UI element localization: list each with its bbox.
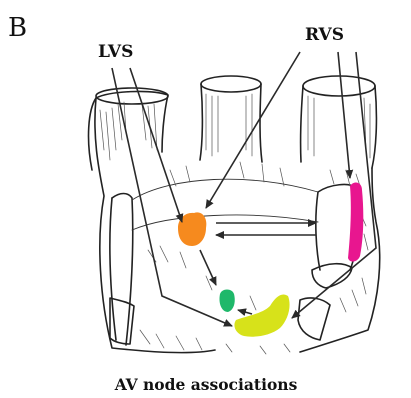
left-vessel-rim [96, 88, 168, 104]
heart-sketch [89, 76, 380, 354]
green-region [219, 290, 234, 313]
lvs-pointer-orange [130, 68, 182, 222]
right-lower-block [298, 298, 330, 340]
hatching [100, 94, 370, 354]
yellow-region [234, 294, 289, 336]
caption: AV node associations [114, 375, 298, 394]
right-vessel-rim [303, 76, 375, 96]
left-opening [112, 194, 133, 346]
right-opening-inner [316, 192, 320, 270]
heart-outline [95, 98, 380, 353]
right-vessel-left [301, 86, 303, 162]
lvs-pointer-yellow [112, 68, 232, 326]
right-vessel-right [372, 86, 376, 168]
arrow-orange-to-green [200, 250, 216, 285]
arrow-yellow-to-green [238, 310, 252, 314]
middle-vessel-rim [201, 76, 261, 92]
rvs-pointer-magenta [338, 52, 350, 178]
middle-vessel-right [260, 84, 262, 162]
left-opening-inner [110, 198, 116, 340]
orange-region [178, 212, 206, 246]
rvs-label: RVS [305, 25, 344, 45]
middle-vessel-left [200, 84, 202, 160]
magenta-region [348, 183, 363, 262]
panel-label: B [8, 13, 27, 43]
lvs-label: LVS [98, 42, 133, 62]
